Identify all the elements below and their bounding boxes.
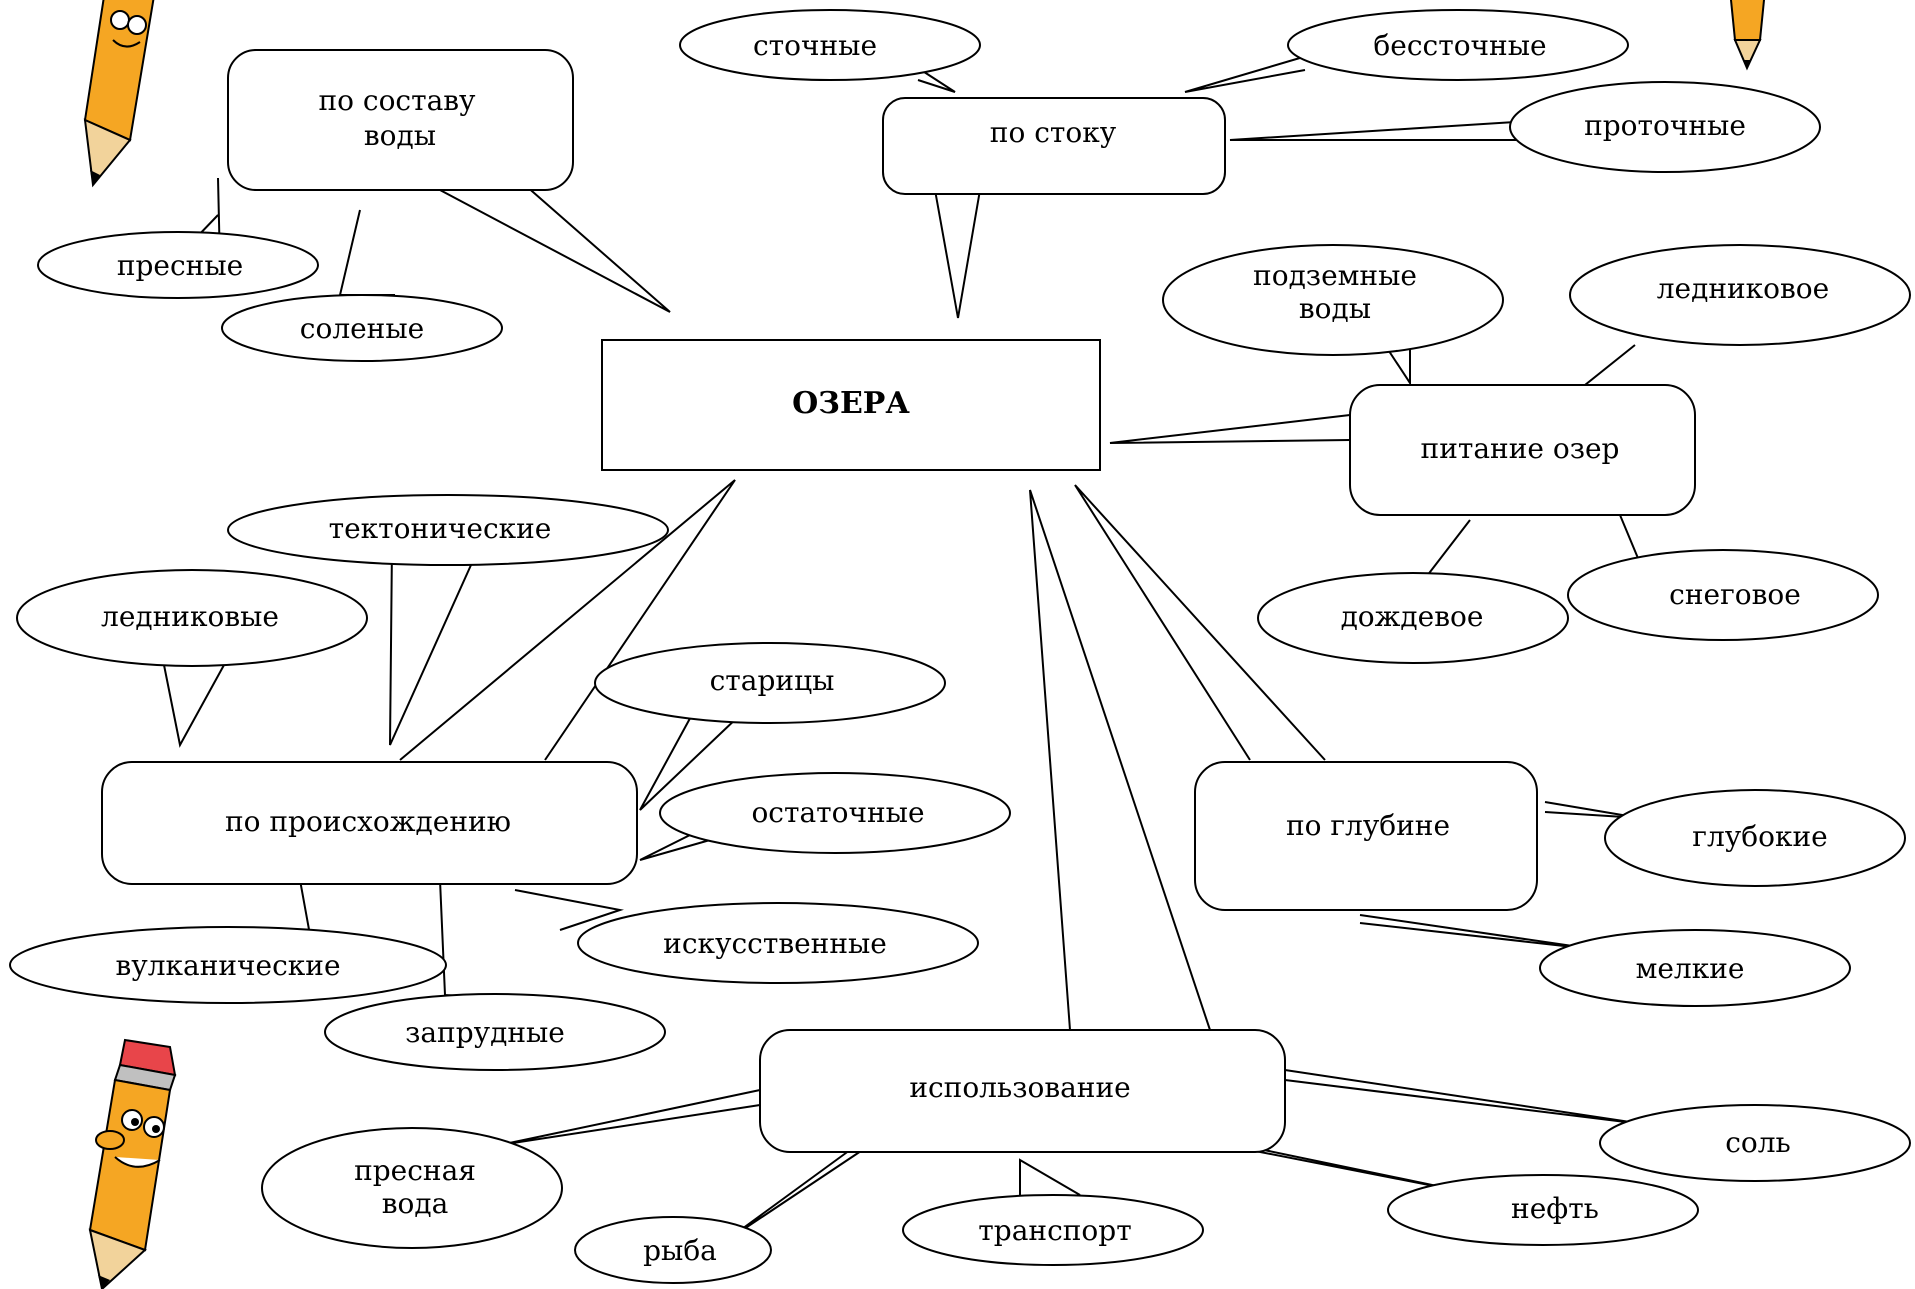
callout-feeding: [1349, 384, 1696, 516]
composition-label-line1: по составу: [318, 84, 476, 117]
label-glacial-origin: ледниковые: [101, 600, 279, 633]
group-depth: по глубине глубокие мелкие: [1194, 761, 1906, 1007]
label-artificial: искусственные: [663, 927, 887, 960]
feeding-label: питание озер: [1421, 432, 1620, 465]
bubble-flowthrough: [1509, 81, 1821, 173]
callout-depth: [1194, 761, 1538, 911]
usage-label: использование: [909, 1071, 1130, 1104]
label-deep: глубокие: [1692, 820, 1827, 853]
bubble-endorheic: [1287, 9, 1629, 81]
label-underground: подземные: [1253, 259, 1417, 292]
bubble-dam: [324, 993, 666, 1071]
tail-oxbow: [639, 699, 741, 811]
callout-usage: [759, 1029, 1286, 1153]
bubble-fresh: [37, 231, 319, 299]
label-endorheic: бессточные: [1373, 29, 1546, 62]
label-transport: транспорт: [978, 1214, 1131, 1247]
tail-shallow: [1359, 914, 1601, 951]
bubble-salty: [221, 294, 503, 362]
bubble-artificial: [577, 902, 979, 984]
tail-drain: [917, 67, 956, 93]
bubble-volcanic: [9, 926, 447, 1004]
group-runoff: по стоку сточные бессточные проточные: [679, 9, 1821, 195]
connector-feeding: [1109, 414, 1351, 444]
label-oxbow: старицы: [710, 664, 835, 697]
pencil-top-left: [83, 0, 155, 188]
tail-salty: [338, 209, 395, 296]
connector-composition: [439, 184, 671, 313]
pencil-bottom-left: [88, 1038, 177, 1289]
pencil-top-right: [1729, 0, 1766, 71]
origin-label: по происхождению: [225, 805, 511, 838]
bubble-shallow: [1539, 929, 1851, 1007]
bubble-salt: [1599, 1104, 1911, 1182]
bubble-fish: [574, 1216, 772, 1284]
bubble-rain: [1257, 572, 1569, 664]
connector-runoff: [934, 189, 981, 319]
label-tectonic: тектонические: [329, 512, 552, 545]
tail-glacial-feed: [1582, 344, 1655, 386]
depth-label: по глубине: [1286, 809, 1450, 842]
group-usage: использование пресная вода рыба транспор…: [261, 1029, 1911, 1284]
bubble-glacial-origin: [16, 569, 368, 667]
center-title: ОЗЕРА: [792, 386, 910, 421]
label-remnant: остаточные: [751, 796, 924, 829]
tail-flowthrough: [1229, 121, 1518, 141]
bubble-glacial-feed: [1569, 244, 1911, 346]
bubble-deep: [1604, 789, 1906, 887]
tail-artificial: [514, 889, 624, 931]
bubble-transport: [902, 1194, 1204, 1266]
bubble-snow: [1567, 549, 1879, 641]
callout-composition: [227, 49, 574, 191]
runoff-label: по стоку: [990, 116, 1117, 149]
label-salt: соль: [1725, 1126, 1791, 1159]
tail-glacial-origin: [159, 644, 236, 748]
tail-underground: [1384, 338, 1411, 387]
tail-endorheic: [1184, 54, 1311, 93]
label-fresh: пресные: [117, 249, 243, 282]
label-underground-line2: воды: [1299, 292, 1371, 325]
tail-transport: [1019, 1158, 1081, 1196]
connector-depth: [1074, 484, 1326, 761]
label-glacial-feed: ледниковое: [1657, 272, 1829, 305]
center-box: [601, 339, 1101, 471]
label-fish: рыба: [643, 1234, 717, 1267]
tail-remnant: [639, 829, 711, 861]
tail-dam: [439, 879, 521, 1001]
tail-tectonic: [389, 544, 481, 746]
label-freshwater: пресная: [354, 1154, 476, 1187]
bubble-oxbow: [594, 642, 946, 724]
composition-label-line2: воды: [364, 119, 436, 152]
group-origin: по происхождению тектонические ледниковы…: [9, 494, 1011, 1071]
connector-usage: [1029, 489, 1211, 1031]
label-dam: запрудные: [405, 1016, 565, 1049]
label-shallow: мелкие: [1636, 952, 1745, 985]
bubble-remnant: [659, 772, 1011, 854]
tail-salt: [1284, 1069, 1651, 1126]
label-drain: сточные: [753, 29, 877, 62]
tail-freshwater: [499, 1089, 761, 1146]
callout-origin: [101, 761, 638, 885]
label-flowthrough: проточные: [1584, 109, 1746, 142]
bubble-drain: [679, 9, 981, 81]
callout-runoff: [882, 97, 1226, 195]
label-rain: дождевое: [1341, 600, 1484, 633]
label-volcanic: вулканические: [115, 949, 340, 982]
label-freshwater-line2: вода: [382, 1187, 449, 1220]
bubble-tectonic: [227, 494, 669, 566]
group-feeding: питание озер подземные воды ледниковое д…: [1162, 244, 1911, 664]
center-node: ОЗЕРА: [601, 339, 1101, 471]
label-salty: соленые: [300, 312, 424, 345]
bubble-underground: [1162, 244, 1504, 356]
bubble-oil: [1387, 1174, 1699, 1246]
bubble-freshwater: [261, 1127, 563, 1249]
label-oil: нефть: [1511, 1192, 1599, 1225]
label-snow: снеговое: [1669, 578, 1801, 611]
group-composition: по составу воды пресные соленые: [37, 49, 574, 362]
